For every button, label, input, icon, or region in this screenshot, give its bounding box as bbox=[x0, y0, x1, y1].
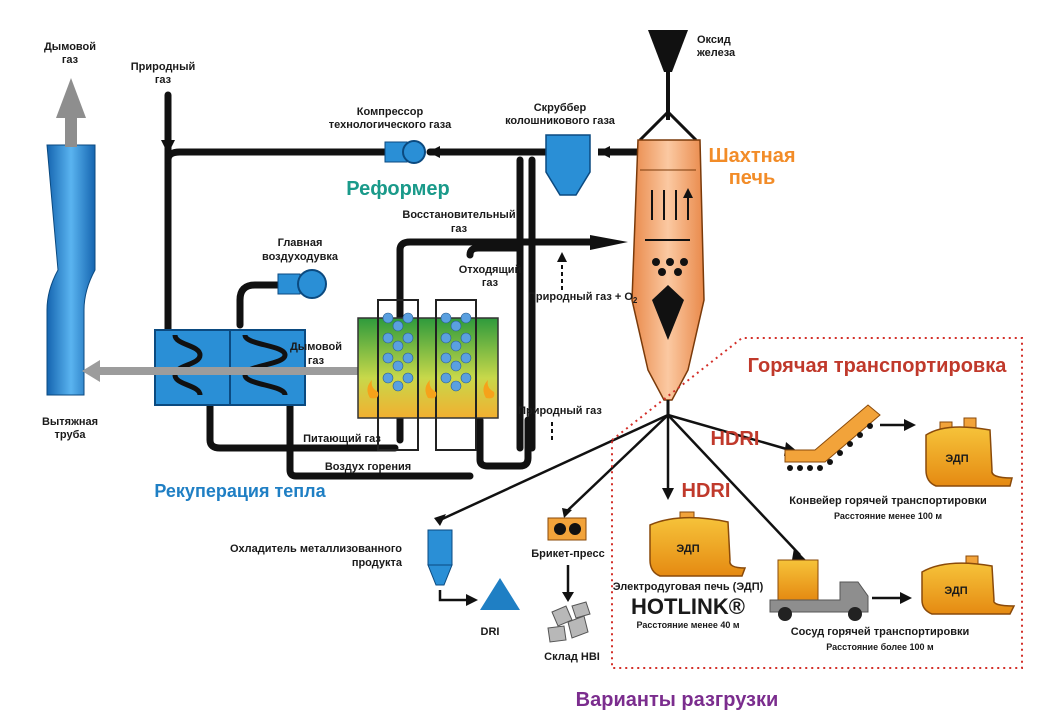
flue-gas-top-label-2: газ bbox=[62, 54, 79, 66]
natural-gas-right-label: Природный газ bbox=[518, 405, 602, 417]
dashed-gas-lines bbox=[551, 260, 563, 440]
eaf-middle bbox=[649, 511, 747, 577]
briquette-press-label: Брикет-пресс bbox=[531, 548, 605, 560]
cooler-unit bbox=[427, 529, 520, 610]
conveyor-unit bbox=[784, 404, 916, 471]
off-gas-label-1: Отходящий bbox=[459, 264, 522, 276]
hot-transport-title: Горячая транспортировка bbox=[748, 355, 1008, 377]
iron-oxide-label-2: железа bbox=[696, 47, 736, 59]
eaf-bottom bbox=[921, 555, 1016, 615]
eaf-top bbox=[925, 417, 1013, 487]
vessel-label: Сосуд горячей транспортировки bbox=[791, 626, 970, 638]
scrubber-unit bbox=[545, 134, 591, 196]
compressor-label-2: технологического газа bbox=[329, 119, 452, 131]
flue-gas-top-label-1: Дымовой bbox=[44, 41, 96, 53]
shaft-furnace-title-1: Шахтная bbox=[708, 145, 795, 167]
flue-gas-mid-label-1: Дымовой bbox=[290, 341, 342, 353]
discharge-options-title: Варианты разгрузки bbox=[576, 689, 779, 711]
natural-gas-top-label-2: газ bbox=[155, 74, 172, 86]
eaf-distance-label: Расстояние менее 40 м bbox=[636, 620, 739, 630]
reformer-title: Реформер bbox=[346, 178, 450, 200]
eaf-description-label: Электродуговая печь (ЭДП) bbox=[613, 581, 764, 593]
feed-gas-label: Питающий газ bbox=[303, 433, 381, 445]
conveyor-distance-label: Расстояние менее 100 м bbox=[834, 511, 942, 521]
shaft-furnace-title-2: печь bbox=[729, 167, 776, 189]
main-blower-label-2: воздуходувка bbox=[262, 251, 339, 263]
scrubber-label-1: Скруббер bbox=[534, 102, 587, 114]
off-gas-label-2: газ bbox=[482, 277, 499, 289]
compressor-icon bbox=[384, 140, 426, 164]
eaf-middle-label: ЭДП bbox=[676, 543, 699, 555]
pipe-network bbox=[164, 91, 604, 480]
reformer-unit bbox=[357, 299, 499, 451]
hotlink-label: HOTLINK® bbox=[631, 594, 745, 619]
scrubber-label-2: колошникового газа bbox=[505, 115, 616, 127]
main-blower-icon bbox=[277, 269, 327, 299]
stack-label-1: Вытяжная bbox=[42, 416, 98, 428]
eaf-bottom-label: ЭДП bbox=[944, 585, 967, 597]
natural-gas-o2-label: Природный газ + O2 bbox=[528, 291, 638, 305]
hdri-label-1: HDRI bbox=[711, 428, 760, 450]
iron-oxide-label-1: Оксид bbox=[697, 34, 731, 46]
natural-gas-top-label-1: Природный bbox=[131, 61, 195, 73]
stack-unit bbox=[46, 78, 96, 396]
cooler-label-2: продукта bbox=[352, 557, 403, 569]
hbi-label: Склад HBI bbox=[544, 651, 600, 663]
shaft-furnace bbox=[631, 30, 705, 415]
reducing-gas-label-2: газ bbox=[451, 223, 468, 235]
cooler-label-1: Охладитель металлизованного bbox=[230, 543, 402, 555]
vessel-distance-label: Расстояние более 100 м bbox=[826, 642, 934, 652]
transport-vessel-truck bbox=[769, 559, 912, 621]
reducing-gas-label-1: Восстановительный bbox=[402, 209, 515, 221]
discharge-lines bbox=[439, 413, 801, 556]
conveyor-label: Конвейер горячей транспортировки bbox=[789, 495, 986, 507]
eaf-top-label: ЭДП bbox=[945, 453, 968, 465]
flue-gas-mid-label-2: газ bbox=[308, 355, 325, 367]
briquette-press bbox=[547, 517, 591, 643]
heat-recovery-unit bbox=[82, 329, 360, 406]
main-blower-label-1: Главная bbox=[278, 237, 323, 249]
hdri-label-2: HDRI bbox=[682, 480, 731, 502]
dri-label: DRI bbox=[481, 626, 500, 638]
reducing-gas-arrow bbox=[590, 235, 628, 250]
heat-recovery-title: Рекуперация тепла bbox=[154, 481, 326, 501]
combustion-air-label: Воздух горения bbox=[325, 461, 411, 473]
scrubber-to-compressor-arrow bbox=[428, 146, 440, 158]
stack-label-2: труба bbox=[55, 429, 87, 441]
natural-gas-arrow bbox=[161, 140, 175, 154]
compressor-label-1: Компрессор bbox=[357, 106, 424, 118]
